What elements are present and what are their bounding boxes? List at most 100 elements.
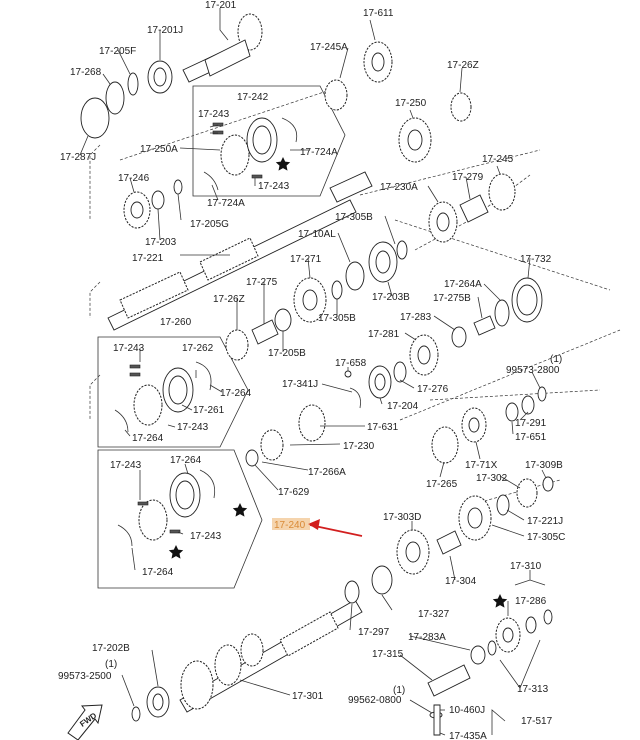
gear-17-631 [298, 404, 326, 442]
gear-17-26Z [450, 92, 472, 122]
bolt-10-460J [433, 704, 441, 736]
label-17-243: 17-243 [190, 531, 222, 542]
label-1: (1) [550, 354, 562, 365]
ring-17-10AL [345, 261, 365, 291]
gear-17-305C [458, 495, 492, 541]
highlight-17-240 [272, 518, 310, 530]
ring-17-264A [494, 299, 510, 327]
nut-17-309B [542, 476, 554, 492]
label-17-261: 17-261 [193, 405, 225, 416]
label-17-205G: 17-205G [190, 219, 229, 230]
label-17-283A: 17-283A [408, 632, 446, 643]
bearing-17-202B [146, 686, 170, 718]
label-1: (1) [105, 659, 117, 670]
star-icon [275, 157, 291, 171]
gear-17-26Z-b [225, 329, 249, 361]
ring-17-310 [525, 616, 537, 634]
label-17-26Z: 17-26Z [213, 294, 245, 305]
label-17-245: 17-245 [482, 154, 514, 165]
label-17-265: 17-265 [426, 479, 458, 490]
fwd-arrow-icon: FWD [67, 704, 103, 740]
key-17-243-g [169, 529, 181, 534]
label-17-291: 17-291 [515, 418, 547, 429]
gear-17-245 [488, 173, 516, 211]
label-17-275B: 17-275B [433, 293, 471, 304]
label-17-243: 17-243 [177, 422, 209, 433]
group-box-17-242 [192, 85, 346, 197]
star-icon [168, 545, 184, 559]
synchro-17-242 [220, 117, 278, 176]
label-17-250: 17-250 [395, 98, 427, 109]
ring-17-268 [105, 81, 125, 115]
ring-17-205G [173, 179, 183, 195]
label-17-305C: 17-305C [527, 532, 565, 543]
ring-17-287J [80, 97, 110, 139]
label-17-517: 17-517 [521, 716, 553, 727]
label-17-435A: 17-435A [449, 731, 487, 740]
label-17-250A: 17-250A [140, 144, 178, 155]
label-17-260: 17-260 [160, 317, 192, 328]
label-17-201J: 17-201J [147, 25, 183, 36]
label-99562-0800: 99562-0800 [348, 695, 402, 706]
label-17-341J: 17-341J [282, 379, 318, 390]
label-17-246: 17-246 [118, 173, 150, 184]
gear-17-303D [396, 529, 430, 575]
ring-17-313 [487, 640, 497, 656]
label-17-276: 17-276 [417, 384, 449, 395]
label-17-313: 17-313 [517, 684, 549, 695]
ring-17-327 [371, 565, 393, 595]
label-17-631: 17-631 [367, 422, 399, 433]
gear-17-230A [428, 201, 458, 243]
gear-17-286 [495, 617, 521, 653]
label-17-264: 17-264 [142, 567, 174, 578]
bearing-17-283 [451, 326, 467, 348]
ring-17-266A [245, 449, 259, 467]
label-17-240: 17-240 [274, 520, 306, 531]
label-17-301: 17-301 [292, 691, 324, 702]
label-17-264: 17-264 [170, 455, 202, 466]
label-17-724A: 17-724A [207, 198, 245, 209]
label-17-286: 17-286 [515, 596, 547, 607]
label-17-203B: 17-203B [372, 292, 410, 303]
ring-17-276 [393, 361, 407, 383]
shaft-17-315 [427, 664, 471, 697]
label-17-310: 17-310 [510, 561, 542, 572]
star-icon [232, 503, 248, 517]
label-1: (1) [393, 685, 405, 696]
bearing-17-297 [344, 580, 360, 604]
label-17-275: 17-275 [246, 277, 278, 288]
label-99573-2500: 99573-2500 [58, 671, 112, 682]
bearing-17-203B [368, 241, 398, 283]
gear-17-71X [461, 407, 487, 443]
gear-17-271 [293, 277, 327, 323]
highlight-arrow [308, 519, 363, 537]
key-17-243-e [129, 372, 141, 377]
sleeve-17-304 [436, 530, 462, 555]
label-10-460J: 10-460J [449, 705, 485, 716]
bearing-17-283A [470, 645, 486, 665]
gear-17-245A [324, 79, 348, 111]
label-17-315: 17-315 [372, 649, 404, 660]
ring-99573-2800 [537, 386, 547, 402]
gear-17-611 [363, 41, 393, 83]
label-17-611: 17-611 [363, 8, 394, 19]
ball-17-658 [344, 370, 352, 378]
label-17-26Z: 17-26Z [447, 60, 479, 71]
label-17-304: 17-304 [445, 576, 477, 587]
key-17-243-f [137, 501, 149, 506]
label-17-243: 17-243 [110, 460, 142, 471]
label-17-264: 17-264 [132, 433, 164, 444]
label-17-205B: 17-205B [268, 348, 306, 359]
label-17-202B: 17-202B [92, 643, 130, 654]
label-17-629: 17-629 [278, 487, 310, 498]
label-17-305B: 17-305B [335, 212, 373, 223]
mainshaft-17-221 [107, 171, 373, 331]
clip-17-341J [349, 387, 361, 409]
ring-17-305B-b [331, 280, 343, 300]
label-17-204: 17-204 [387, 401, 419, 412]
gear-17-246 [123, 191, 151, 229]
label-17-264A: 17-264A [444, 279, 482, 290]
label-17-242: 17-242 [237, 92, 269, 103]
